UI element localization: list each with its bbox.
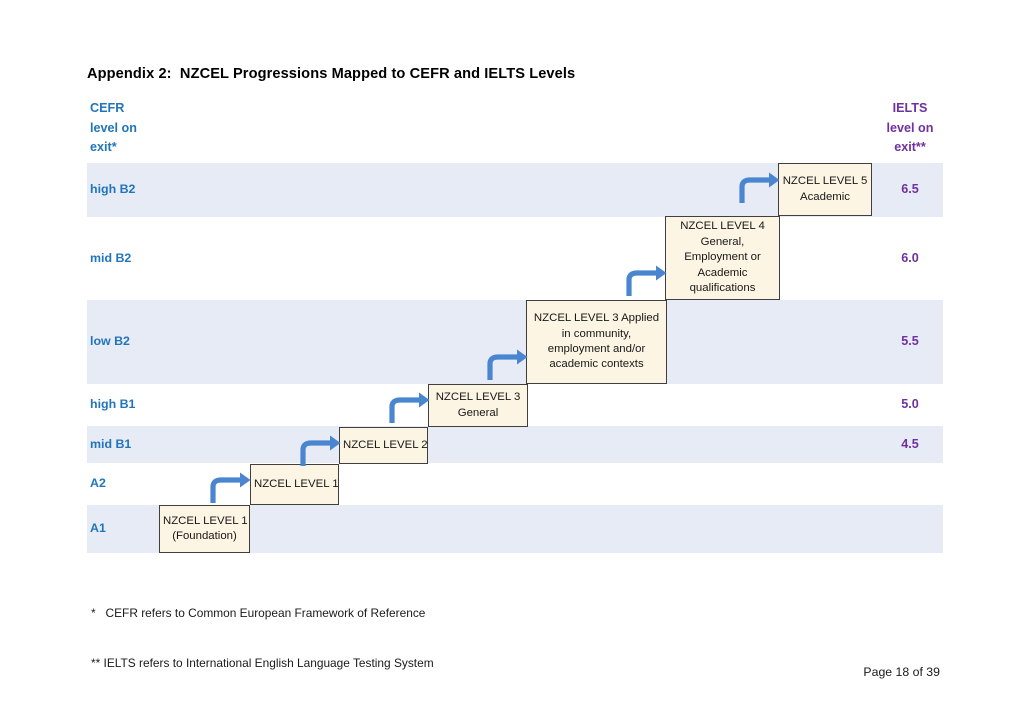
- nzcel-level-3-general-line: General: [457, 406, 499, 419]
- table-row: [87, 426, 943, 463]
- ielts-score-value: 6.0: [901, 250, 919, 265]
- nzcel-level-3-general-line: NZCEL LEVEL 3: [435, 391, 521, 404]
- nzcel-level-2-box: NZCEL LEVEL 2: [339, 427, 428, 464]
- arrow-level-2-to-level-3-general-icon: [386, 390, 432, 423]
- nzcel-level-5-line: NZCEL LEVEL 5: [782, 175, 868, 188]
- cefr-level-label: A1: [90, 521, 106, 535]
- cefr-header-line-1: CEFR: [90, 101, 125, 115]
- elbow-arrow-icon: [626, 265, 667, 296]
- elbow-arrow-icon: [210, 472, 251, 503]
- cefr-level-label: high B2: [90, 182, 136, 196]
- nzcel-level-1-foundation-line: (Foundation): [172, 530, 237, 542]
- ielts-header-line-1: IELTS: [892, 101, 928, 115]
- arrow-foundation-to-level-1-icon: [207, 470, 253, 503]
- table-row: [87, 217, 943, 300]
- nzcel-level-1-box: NZCEL LEVEL 1: [250, 464, 339, 505]
- nzcel-level-4-line: qualifications: [689, 282, 756, 295]
- nzcel-level-2-label: NZCEL LEVEL 2: [343, 438, 428, 453]
- nzcel-level-3-applied-line: employment and/or: [547, 343, 646, 355]
- cefr-level-label: mid B2: [90, 250, 132, 265]
- cefr-level-label: mid B1: [90, 436, 132, 451]
- cefr-column-header: CEFR level on exit*: [90, 99, 200, 158]
- ielts-score-value: 4.5: [901, 436, 919, 451]
- nzcel-level-2-line: NZCEL LEVEL 2: [343, 438, 428, 451]
- table-row: [87, 463, 943, 505]
- nzcel-level-3-applied-line: NZCEL LEVEL 3 Applied: [533, 312, 660, 325]
- nzcel-level-4-label: NZCEL LEVEL 4 General, Employment or Academ…: [669, 219, 776, 296]
- nzcel-level-3-applied-line: in community,: [561, 327, 632, 340]
- nzcel-level-1-label: NZCEL LEVEL 1: [254, 477, 339, 492]
- arrow-level-4-to-level-5-icon: [736, 170, 782, 203]
- elbow-arrow-icon: [487, 349, 528, 380]
- footnote-cefr: * CEFR refers to Common European Framewo…: [91, 606, 426, 621]
- table-row: [87, 300, 943, 384]
- ielts-header-line-3: exit**: [894, 140, 926, 155]
- nzcel-level-4-line: Academic: [697, 266, 748, 279]
- cefr-level-label: A2: [90, 476, 106, 490]
- nzcel-level-3-applied-box: NZCEL LEVEL 3 Applied in community, employ…: [526, 300, 667, 384]
- nzcel-level-1-line: NZCEL LEVEL 1: [254, 477, 339, 490]
- nzcel-level-3-general-label: NZCEL LEVEL 3 General: [432, 390, 524, 421]
- cefr-header-line-3: exit*: [90, 140, 117, 155]
- nzcel-level-3-applied-label: NZCEL LEVEL 3 Applied in community, employ…: [530, 311, 663, 373]
- nzcel-level-1-foundation-label: NZCEL LEVEL 1 (Foundation): [163, 514, 248, 545]
- nzcel-level-3-general-box: NZCEL LEVEL 3 General: [428, 384, 528, 427]
- footnotes: * CEFR refers to Common European Framewo…: [91, 572, 434, 705]
- elbow-arrow-icon: [300, 435, 341, 466]
- ielts-header-line-2: level on: [886, 120, 934, 135]
- elbow-arrow-icon: [389, 392, 430, 423]
- page-number: Page 18 of 39: [863, 665, 940, 679]
- footnote-ielts: ** IELTS refers to International English…: [91, 655, 434, 670]
- nzcel-level-3-applied-line: academic contexts: [549, 358, 644, 371]
- nzcel-level-4-line: General,: [700, 235, 745, 248]
- page-title: Appendix 2: NZCEL Progressions Mapped to…: [87, 66, 576, 82]
- nzcel-level-5-line: Academic: [799, 190, 850, 203]
- cefr-header-line-2: level on: [90, 120, 137, 135]
- ielts-score-value: 5.0: [901, 397, 919, 411]
- ielts-score-value: 6.5: [901, 182, 919, 196]
- ielts-score-value: 5.5: [901, 334, 919, 348]
- cefr-level-label: low B2: [90, 334, 130, 348]
- arrow-level-3-general-to-applied-icon: [484, 347, 530, 380]
- arrow-level-3-applied-to-level-4-icon: [623, 263, 669, 296]
- ielts-column-header: IELTS level on exit**: [862, 99, 958, 158]
- cefr-level-label: high B1: [90, 397, 136, 411]
- nzcel-level-1-foundation-box: NZCEL LEVEL 1 (Foundation): [159, 505, 250, 553]
- nzcel-level-4-line: NZCEL LEVEL 4: [680, 220, 765, 233]
- nzcel-level-5-label: NZCEL LEVEL 5 Academic: [782, 174, 868, 205]
- arrow-level-1-to-level-2-icon: [297, 433, 343, 466]
- elbow-arrow-icon: [739, 172, 780, 203]
- nzcel-level-4-line: Employment or: [684, 251, 761, 264]
- nzcel-level-4-box: NZCEL LEVEL 4 General, Employment or Academ…: [665, 216, 780, 300]
- nzcel-level-5-box: NZCEL LEVEL 5 Academic: [778, 163, 872, 216]
- nzcel-level-1-foundation-line: NZCEL LEVEL 1: [163, 514, 248, 527]
